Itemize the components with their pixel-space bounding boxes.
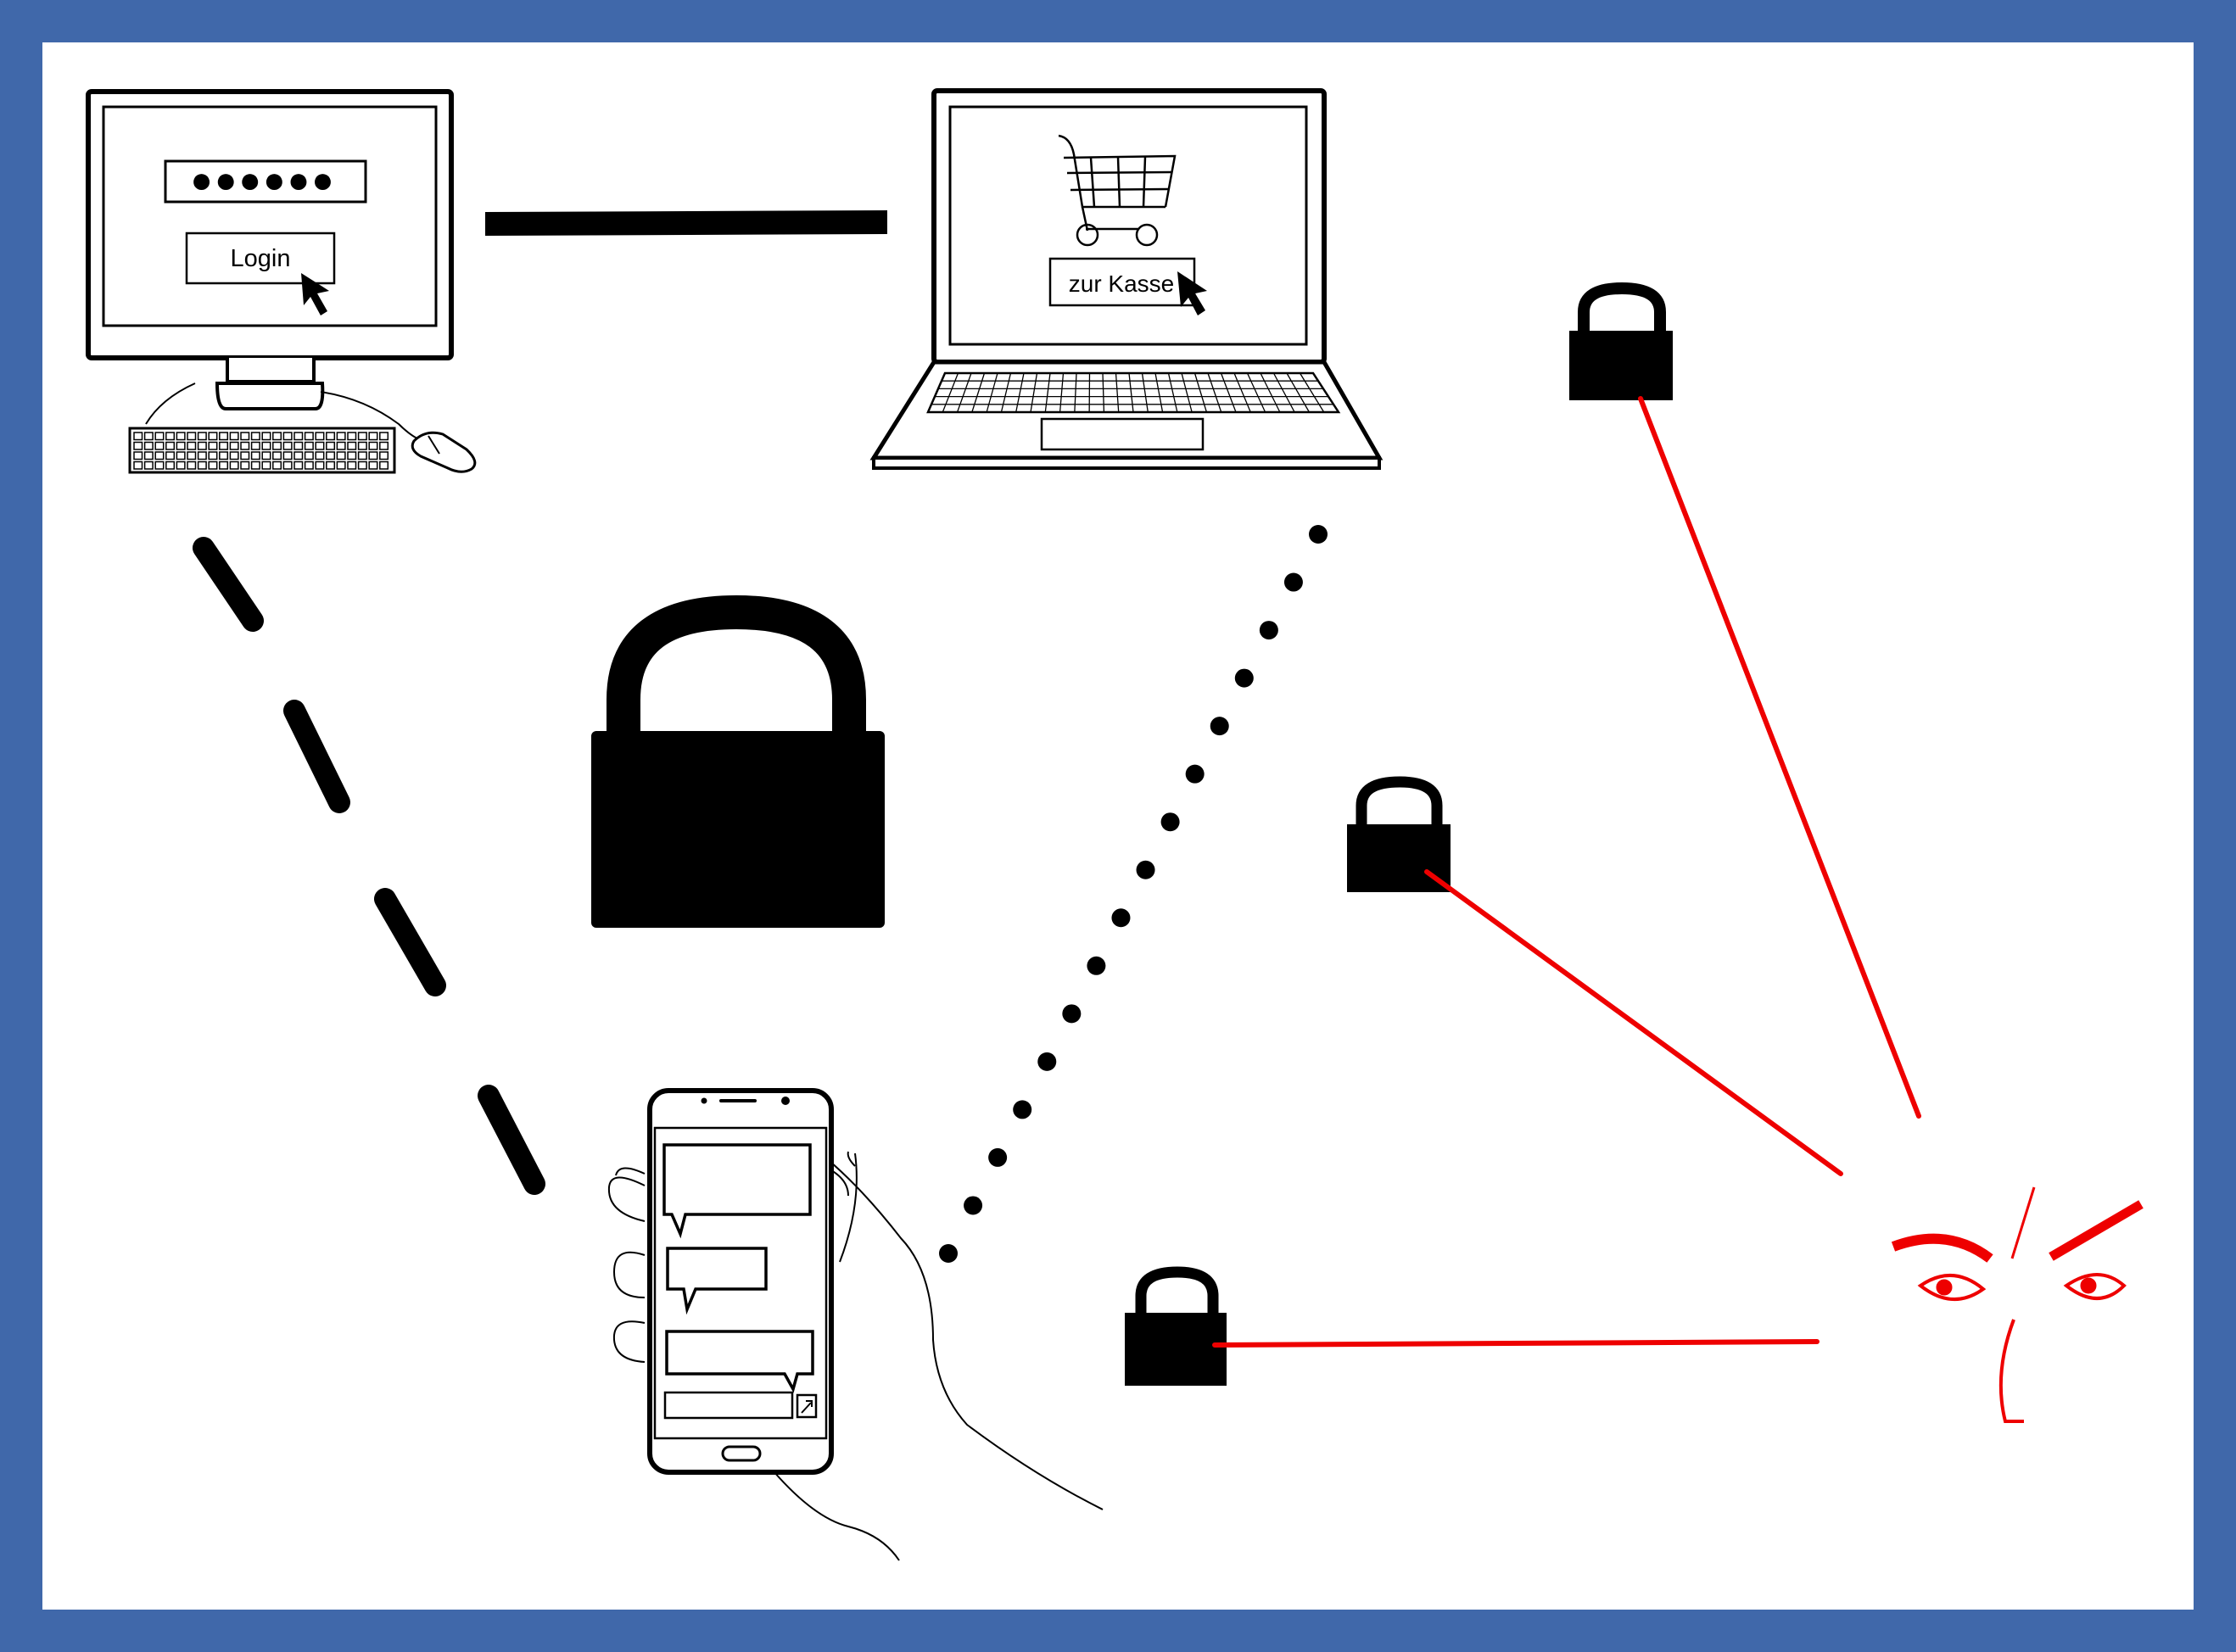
connection-dot — [1210, 717, 1229, 736]
connection-dot — [939, 1244, 958, 1263]
padlock-icon — [591, 594, 885, 928]
eavesdropping-lines — [1212, 396, 1921, 1348]
password-field — [164, 159, 367, 204]
connection-dot — [1111, 908, 1131, 928]
connection-dot — [1185, 764, 1205, 784]
checkout-button — [1048, 257, 1196, 307]
chat-bubble-icon — [665, 1330, 814, 1393]
connection-desktop-laptop — [485, 210, 887, 236]
connection-dot — [1136, 860, 1155, 879]
smartphone-icon — [607, 1088, 1104, 1561]
angry-face-icon — [1891, 1186, 2144, 1423]
connection-dot — [1259, 621, 1278, 640]
checkout-label: zur Kasse — [1069, 271, 1175, 297]
chat-bubble-icon — [666, 1247, 768, 1315]
connection-dot — [1062, 1004, 1082, 1024]
padlock-icon — [1125, 1266, 1227, 1386]
desktop-computer-icon: ●●●●●● Login — [86, 89, 477, 474]
trackpad — [1040, 417, 1205, 451]
connection-desktop-smartphone — [193, 537, 545, 1195]
password-dots: ●●●●●● — [190, 159, 335, 201]
connection-dot — [1160, 812, 1180, 832]
connection-dot — [1013, 1100, 1032, 1119]
mouse-cursor-icon — [1177, 271, 1207, 315]
mouse-cursor-icon — [301, 273, 329, 315]
connection-dot — [1087, 956, 1106, 975]
padlock-icon — [1569, 282, 1673, 400]
connection-dot — [1234, 668, 1254, 688]
connection-dot — [964, 1196, 983, 1215]
connection-dot — [1283, 572, 1303, 592]
login-label: Login — [231, 245, 291, 272]
login-button — [185, 232, 336, 285]
computer-mouse-icon — [411, 431, 477, 473]
shopping-cart-icon — [1058, 134, 1177, 247]
connection-laptop-smartphone — [939, 525, 1328, 1263]
chat-bubble-icon — [662, 1143, 812, 1239]
connection-dot — [1309, 525, 1328, 544]
padlock-icon — [1347, 776, 1451, 892]
connection-dot — [988, 1147, 1008, 1167]
laptop-icon: zur Kasse — [869, 88, 1384, 470]
connection-dot — [1037, 1052, 1057, 1071]
